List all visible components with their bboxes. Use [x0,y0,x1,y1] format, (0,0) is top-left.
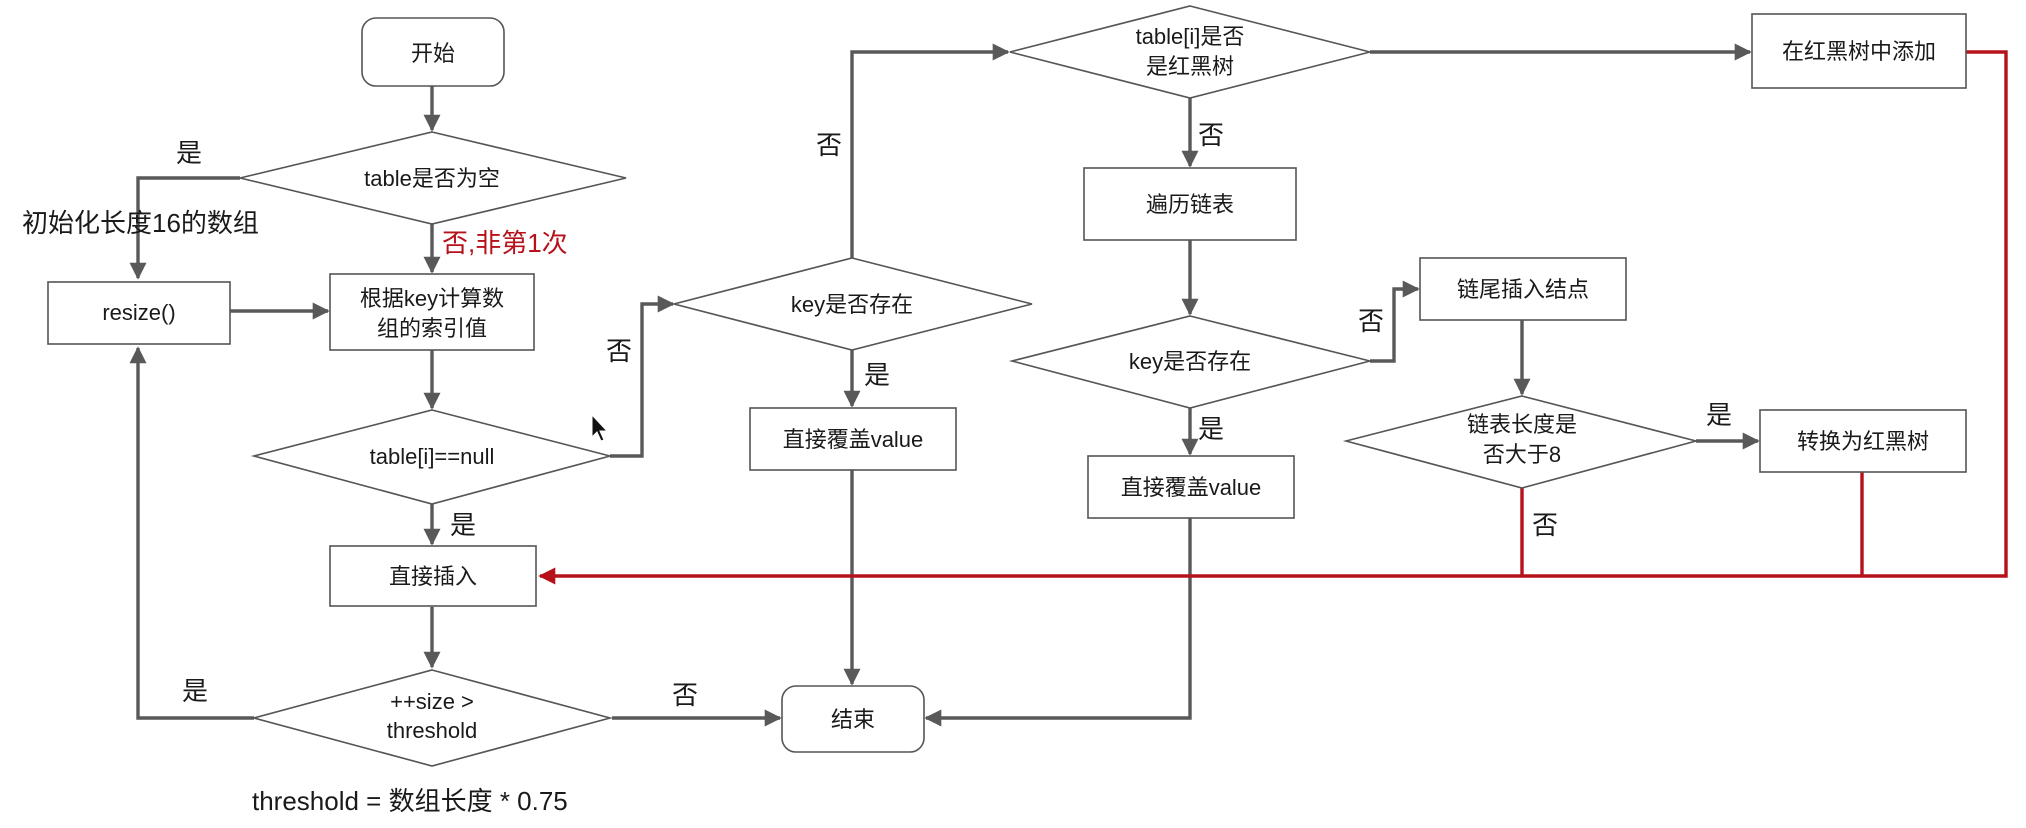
size-check-line2: threshold [387,718,478,743]
is-tree-line1: table[i]是否 [1136,24,1245,49]
label-key1-no: 否 [816,130,842,160]
to-tree-text: 转换为红黑树 [1797,429,1929,454]
calc-index-line1: 根据key计算数 [360,286,504,311]
label-key2-yes: 是 [1198,414,1224,444]
edge-empty-yes-to-resize [129,176,240,280]
key-exists-1-text: key是否存在 [791,292,913,317]
label-key1-yes: 是 [864,360,890,390]
resize-text: resize() [102,300,175,325]
end-text: 结束 [831,707,875,732]
overwrite-value-box-1: 直接覆盖value [749,407,957,471]
direct-insert-text: 直接插入 [389,564,477,589]
direct-insert-box: 直接插入 [329,545,537,607]
label-tree-no: 否 [1198,120,1224,150]
label-null-no: 否 [606,336,632,366]
red-edges [538,50,2008,585]
overwrite-1-text: 直接覆盖value [783,427,924,452]
label-key2-no: 否 [1358,306,1384,336]
tree-add-box: 在红黑树中添加 [1751,13,1967,89]
mouse-cursor-icon [591,413,609,442]
overwrite-2-text: 直接覆盖value [1121,475,1262,500]
overwrite-value-box-2: 直接覆盖value [1087,455,1295,519]
to-tree-box: 转换为红黑树 [1759,409,1967,473]
init-array-label: 初始化长度16的数组 [22,208,259,238]
start-text: 开始 [411,41,455,66]
decision-is-tree: table[i]是否 是红黑树 [1009,5,1371,99]
table-i-null-text: table[i]==null [370,444,495,469]
key-exists-2-text: key是否存在 [1129,349,1251,374]
tree-add-text: 在红黑树中添加 [1782,39,1936,64]
threshold-formula: threshold = 数组长度 * 0.75 [252,786,568,816]
edge-size-yes-to-resize [129,346,254,720]
label-empty-no-first: 否,非第1次 [442,228,568,258]
resize-box: resize() [47,281,231,345]
label-size-yes: 是 [182,676,208,706]
label-empty-yes: 是 [176,138,202,168]
decision-list-length: 链表长度是 否大于8 [1342,395,1700,489]
edge-null-no-to-key1 [610,295,675,458]
calc-index-box: 根据key计算数 组的索引值 [329,273,535,351]
label-size-no: 否 [672,680,698,710]
end-node: 结束 [781,685,925,753]
label-null-yes: 是 [450,510,476,540]
edge-tree-add-to-insert [538,50,2008,585]
traverse-list-box: 遍历链表 [1083,167,1297,241]
edge-overwrite2-to-end [924,518,1192,727]
edge-key2-no-to-tail [1370,280,1420,363]
size-check-line1: ++size > [390,689,474,714]
edge-key1-no-to-tree [850,43,1010,258]
decision-key-exists-1: key是否存在 [670,257,1033,351]
decision-key-exists-2: key是否存在 [1008,315,1371,409]
label-len-yes: 是 [1706,400,1732,430]
tail-insert-box: 链尾插入结点 [1419,257,1627,321]
decision-table-empty: table是否为空 [239,131,627,225]
list-len-line1: 链表长度是 [1467,412,1577,437]
is-tree-line2: 是红黑树 [1146,54,1234,79]
table-empty-text: table是否为空 [364,166,500,191]
tail-insert-text: 链尾插入结点 [1457,277,1589,302]
calc-index-line2: 组的索引值 [377,316,487,341]
decision-size-threshold: ++size > threshold [250,669,614,767]
decision-table-i-null: table[i]==null [250,409,614,505]
label-len-no: 否 [1532,510,1558,540]
start-node: 开始 [361,17,505,87]
list-len-line2: 否大于8 [1483,442,1561,467]
traverse-list-text: 遍历链表 [1146,192,1234,217]
